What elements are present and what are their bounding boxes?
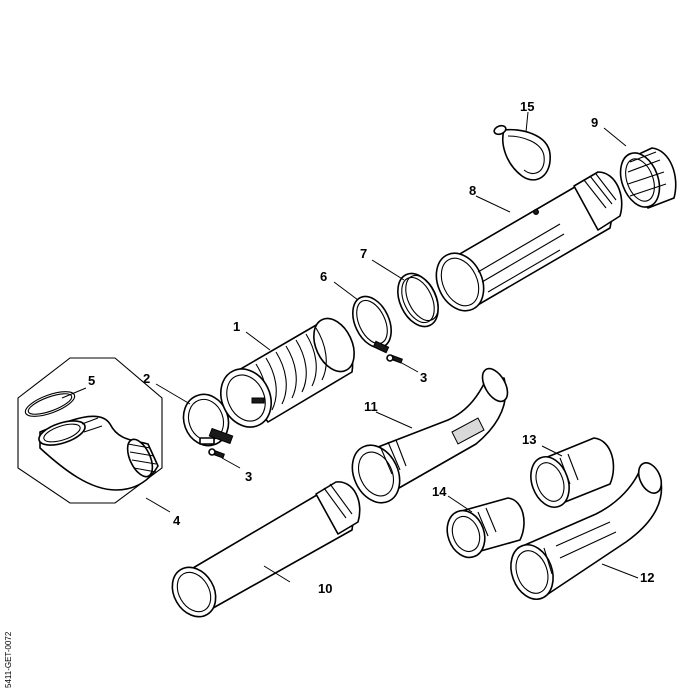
callout-14: 14 [432, 484, 447, 499]
part-9-end-cap [619, 147, 677, 209]
callout-8: 8 [469, 183, 476, 198]
callout-12: 12 [640, 570, 654, 585]
leader-14 [447, 495, 473, 513]
leader-10 [263, 565, 291, 583]
leader-2 [155, 383, 191, 405]
part-5-o-ring [24, 391, 76, 417]
callout-3-lower: 3 [245, 469, 252, 484]
leader-3b [399, 361, 419, 373]
inset-octagon [17, 357, 163, 504]
callout-labels: 1 2 3 3 4 5 6 7 8 9 10 11 12 13 14 15 [88, 99, 654, 596]
callout-7: 7 [360, 246, 367, 261]
callout-2: 2 [143, 371, 150, 386]
callout-1: 1 [233, 319, 240, 334]
part-3-screw-upper [386, 354, 403, 364]
callout-3-upper: 3 [420, 370, 427, 385]
leader-13 [541, 445, 563, 457]
part-14-nozzle-tip [446, 497, 525, 559]
part-11-curved-nozzle [351, 367, 509, 504]
drawing-code: 5411-GET-0072 [4, 631, 13, 688]
part-7-ring [397, 272, 439, 328]
callout-9: 9 [591, 115, 598, 130]
callout-5: 5 [88, 373, 95, 388]
part-1-bellows [220, 317, 355, 428]
part-10-long-tube [171, 481, 361, 618]
part-6-clamp-ring [352, 295, 392, 354]
callout-4: 4 [173, 513, 181, 528]
leader-lines [61, 111, 639, 583]
part-12-curved-nozzle [510, 462, 663, 600]
callout-10: 10 [318, 581, 332, 596]
leader-6 [333, 281, 359, 301]
leader-1 [245, 331, 271, 351]
leader-15 [525, 111, 529, 133]
part-13-nozzle-tip [530, 437, 615, 508]
part-3-screw-lower [208, 448, 225, 459]
callout-13: 13 [522, 432, 536, 447]
part-8-pipe-section [435, 171, 623, 312]
callout-6: 6 [320, 269, 327, 284]
callout-11: 11 [364, 399, 378, 414]
part-2-clamp [182, 393, 234, 447]
part-4-elbow [38, 415, 159, 491]
leader-8 [475, 195, 511, 213]
leader-3a [221, 457, 241, 469]
leader-9 [603, 127, 627, 147]
leader-4 [145, 497, 171, 513]
leader-11 [375, 411, 413, 429]
leader-5 [61, 387, 87, 399]
callout-15: 15 [520, 99, 534, 114]
leader-12 [601, 563, 639, 579]
leader-7 [371, 259, 405, 281]
part-15-strap [493, 124, 551, 181]
